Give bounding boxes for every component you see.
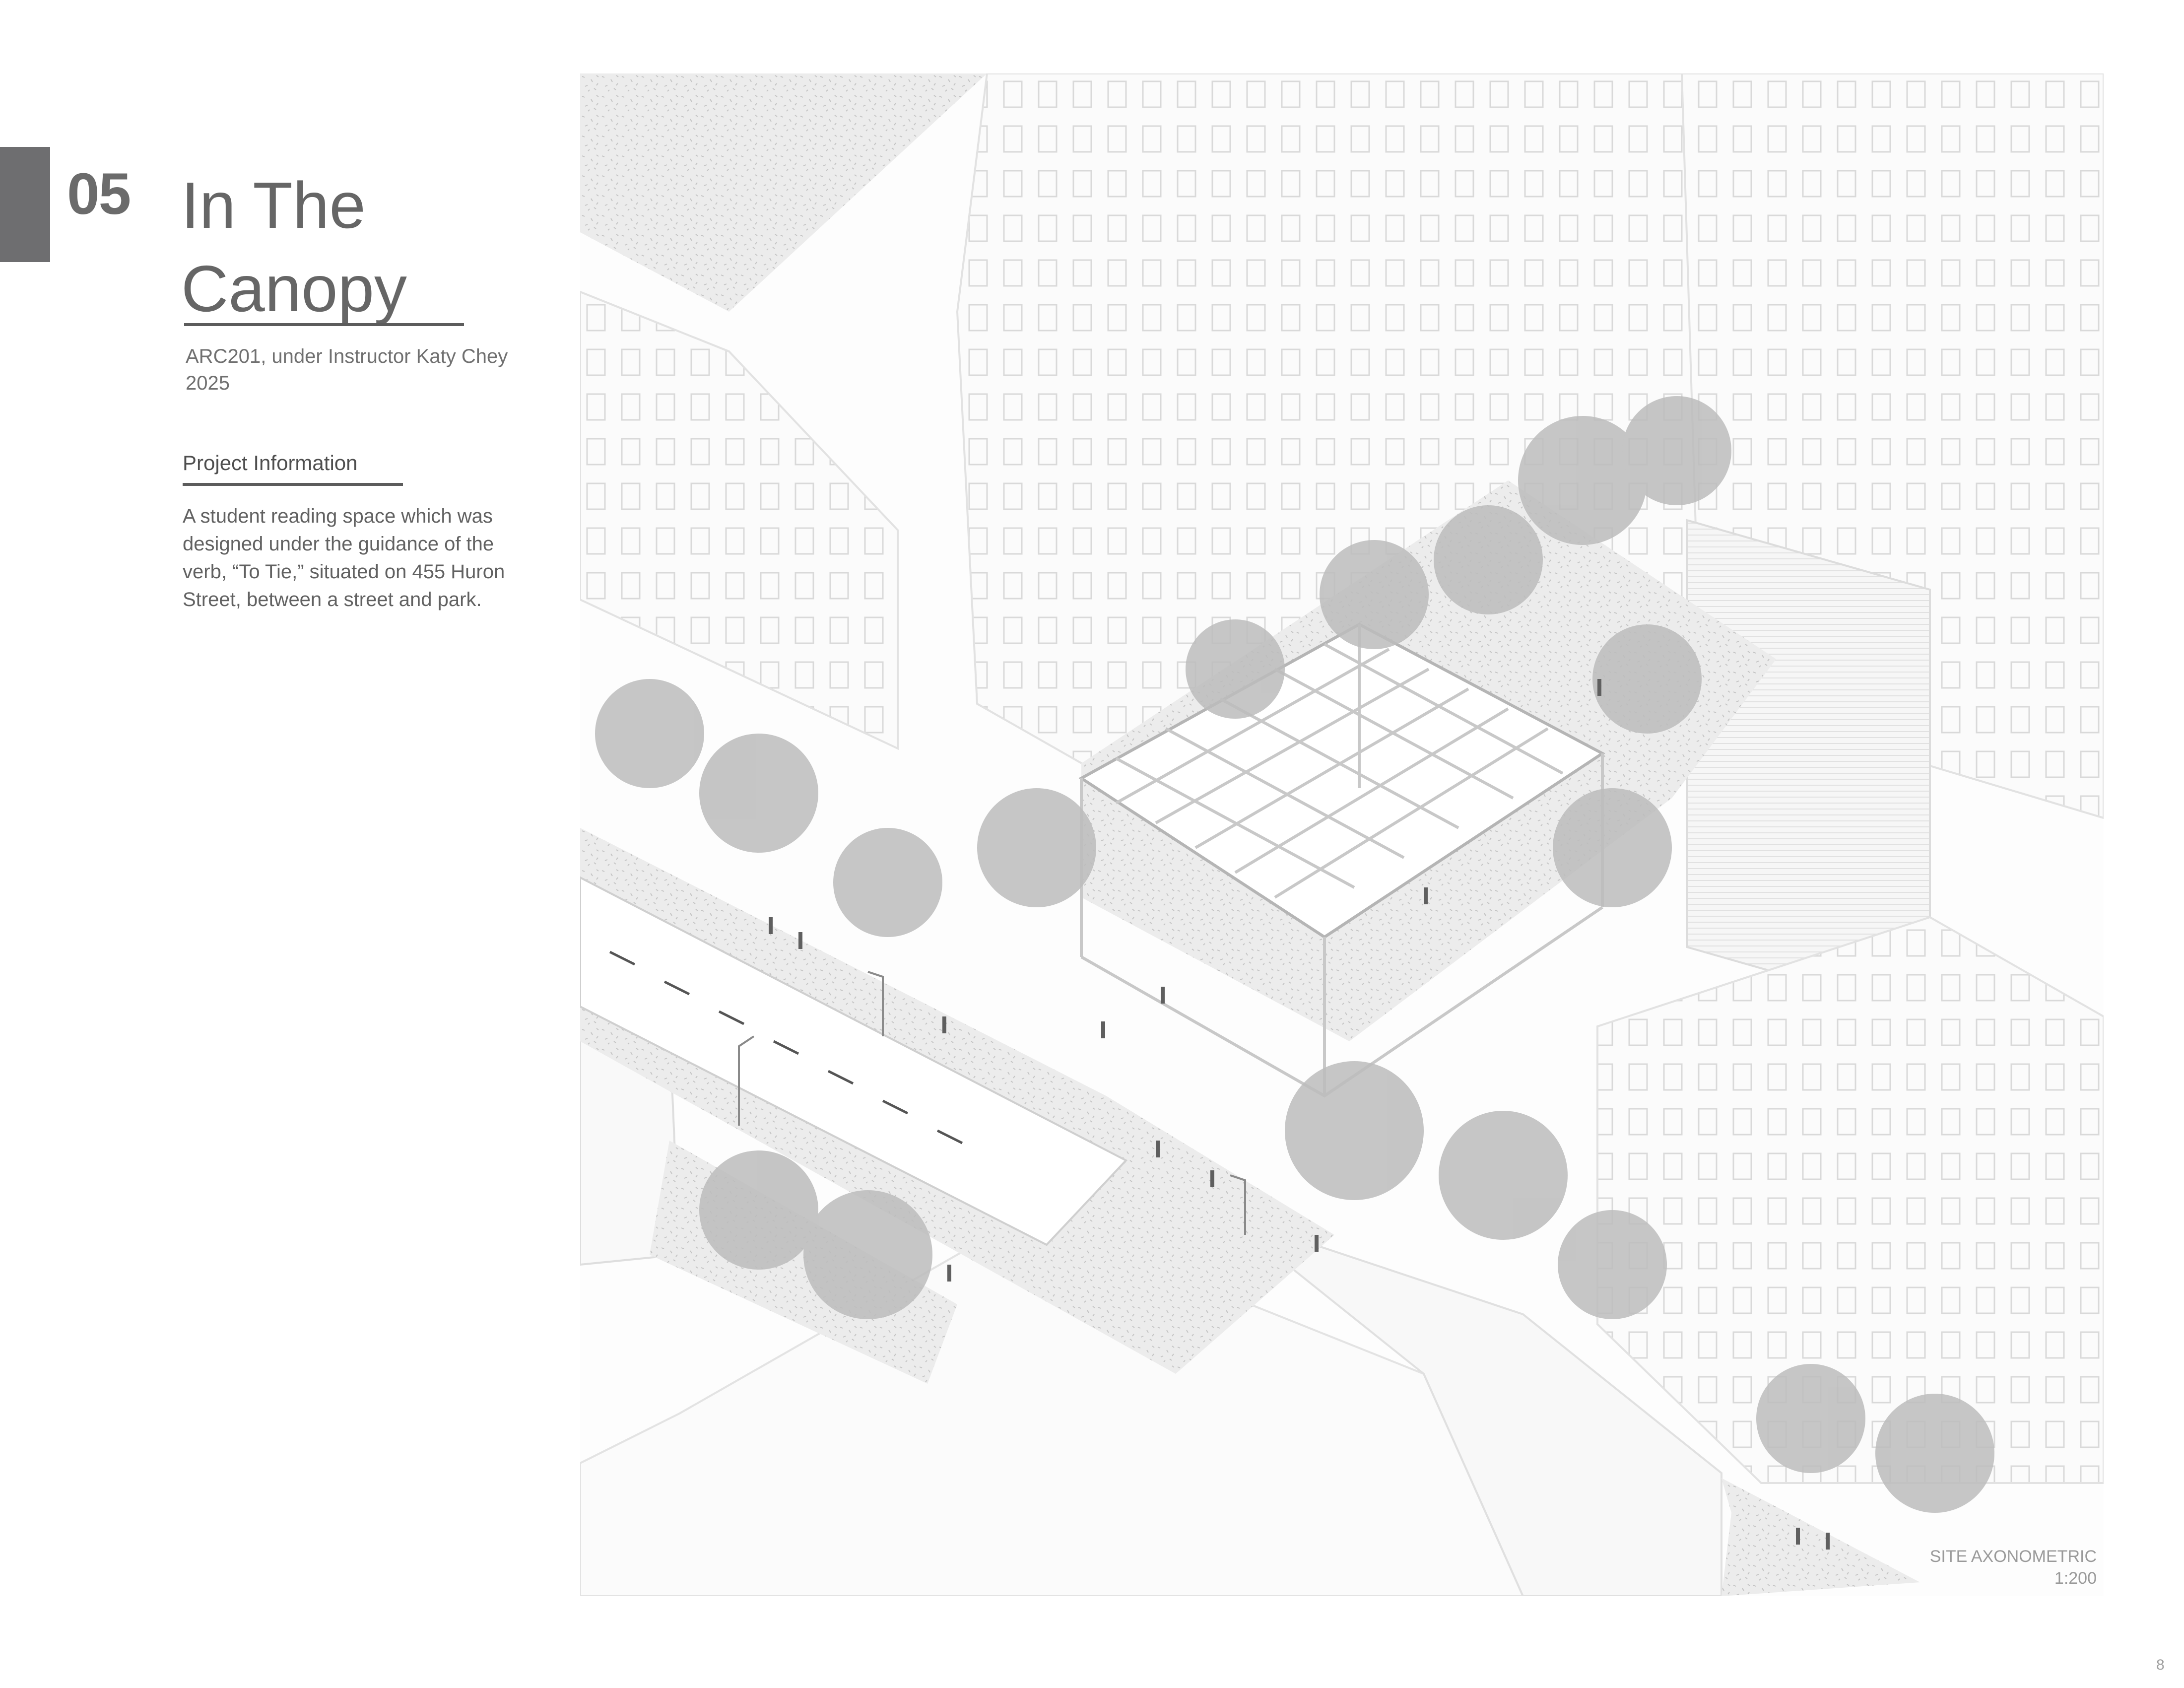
- trees: [595, 396, 1994, 1513]
- section-heading: Project Information: [183, 451, 358, 474]
- page-number: 8: [2156, 1657, 2165, 1673]
- drawing-label: SITE AXONOMETRIC 1:200: [1930, 1546, 2097, 1589]
- street: [580, 876, 1128, 1246]
- project-description: A student reading space which was design…: [183, 505, 505, 610]
- project-number: 05: [67, 161, 131, 227]
- course-year: 2025: [186, 372, 230, 394]
- buildings: [580, 73, 2104, 1596]
- title-underline: [184, 323, 464, 326]
- title-line-2: Canopy: [181, 252, 407, 325]
- street-lamps: [738, 971, 1246, 1235]
- site-axonometric-drawing: SITE AXONOMETRIC 1:200: [580, 73, 2104, 1596]
- people-figures: [769, 679, 1830, 1550]
- course-name: ARC201, under Instructor Katy Chey: [186, 345, 508, 367]
- section-underline: [183, 483, 403, 486]
- title-line-1: In The: [181, 169, 366, 242]
- course-info: ARC201, under Instructor Katy Chey 2025: [186, 343, 508, 397]
- section-tab: [0, 147, 50, 262]
- project-title: In The Canopy: [181, 164, 407, 331]
- drawing-scale: 1:200: [2054, 1569, 2097, 1588]
- drawing-title: SITE AXONOMETRIC: [1929, 1547, 2097, 1566]
